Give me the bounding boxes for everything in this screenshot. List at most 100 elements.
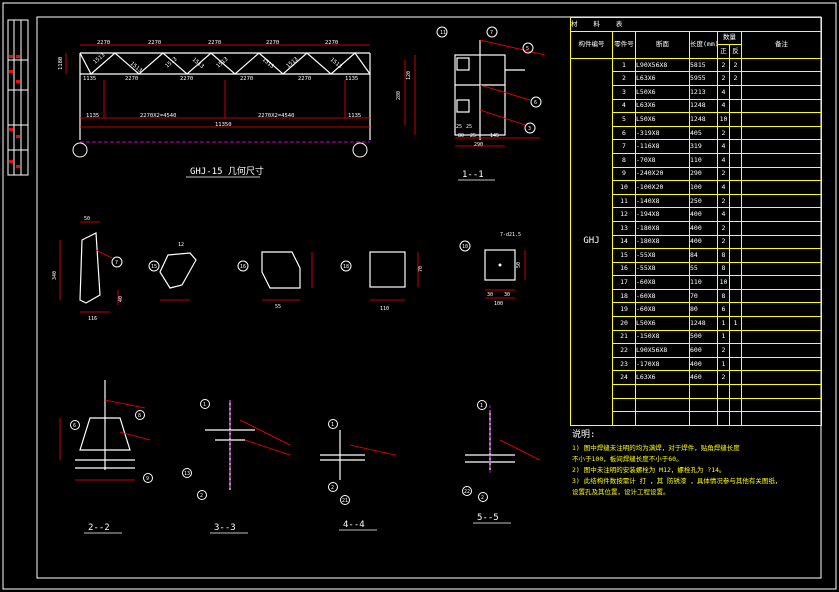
col-component: 构件编号 (570, 30, 613, 59)
svg-text:11: 11 (440, 30, 446, 36)
cell-sec: -150X8 (635, 329, 690, 345)
table-row-empty (571, 384, 823, 399)
col-remark: 备注 (740, 30, 823, 59)
cell-b (729, 166, 742, 182)
cell-a: 1 (717, 356, 730, 372)
cell-sec: -116X8 (635, 139, 690, 154)
col-section: 断面 (635, 30, 690, 59)
cell-len: 400 (689, 234, 718, 250)
truss-diag-4: 1513 (191, 57, 205, 70)
cell-b (729, 261, 742, 277)
cell-b (729, 84, 742, 100)
cell-len: 1248 (689, 316, 718, 331)
sec11-dim-280: 280 (396, 91, 402, 100)
cell-a: 2 (717, 71, 730, 86)
cell-len: 290 (689, 166, 718, 182)
cell-sec: L50X6 (635, 84, 690, 100)
cell-b (729, 139, 742, 154)
svg-text:6: 6 (534, 100, 537, 106)
plate-dim-12: 12 (178, 242, 184, 248)
cell-rem (740, 207, 823, 222)
truss-height: 1180 (58, 57, 64, 70)
svg-text:13: 13 (184, 471, 190, 477)
svg-text:21: 21 (342, 498, 348, 504)
truss-dim-right: 1135 (348, 113, 361, 119)
svg-text:1: 1 (203, 402, 206, 408)
cell-len: 500 (689, 329, 718, 345)
note-line-3: 2) 图中未注明的安装螺栓为 M12，螺栓孔为 ?14。 (572, 466, 726, 474)
truss-sub-right: 2270X2=4540 (258, 113, 294, 119)
cell-no: 19 (612, 302, 636, 318)
sec11-dim-25a: 25 (456, 124, 462, 130)
cell-no: 11 (612, 193, 636, 209)
sec11-dim-120: 120 (406, 71, 412, 80)
svg-text:8: 8 (138, 413, 141, 419)
cell-a: 4 (717, 180, 730, 195)
cell-sec: L90X56X8 (635, 343, 690, 358)
cell-a: 8 (717, 288, 730, 304)
cell-sec: -70X8 (635, 152, 690, 168)
cell-sec: -60X8 (635, 288, 690, 304)
sec11-dim-25b: 25 (466, 124, 472, 130)
truss-dim-bot-2: 2270 (125, 76, 138, 82)
truss-diag-1: 1513 (92, 52, 106, 65)
cell-rem (740, 316, 823, 331)
left-strip (7, 19, 29, 176)
cell-sec: -180X8 (635, 220, 690, 236)
svg-text:5: 5 (526, 46, 529, 52)
plate-dim-340: 340 (52, 271, 58, 280)
truss-elevation: 2270 2270 2270 2270 2270 1135 2270 2270 … (58, 40, 371, 178)
cell-b (729, 370, 742, 386)
truss-dim-bot-3: 2270 (180, 76, 193, 82)
cell-rem (740, 166, 823, 182)
cell-rem (740, 71, 823, 86)
table-title: 材 料 表 (569, 17, 823, 32)
cell-rem (740, 261, 823, 277)
cell-b (729, 288, 742, 304)
cell-a: 4 (717, 98, 730, 114)
truss-total: 11350 (215, 122, 232, 128)
left-strip-marks (9, 55, 20, 168)
cell-len: 400 (689, 356, 718, 372)
cell-len: 70 (689, 288, 718, 304)
col-qty-front: 正 (717, 44, 730, 59)
cell-len: 600 (689, 343, 718, 358)
cell-a: 10 (717, 112, 730, 127)
note-line-1: 1) 图中焊缝未注明的均为满焊，对于焊件，贴角焊缝长度 (572, 444, 740, 452)
truss-dim-top-4: 2270 (266, 40, 279, 46)
cell-b (729, 207, 742, 222)
cell-a: 1 (717, 329, 730, 345)
cell-a: 8 (717, 248, 730, 263)
cell-len: 400 (689, 207, 718, 222)
truss-dim-top-1: 2270 (97, 40, 110, 46)
cell-rem (740, 193, 823, 209)
cell-a: 6 (717, 302, 730, 318)
svg-text:18: 18 (343, 264, 349, 270)
svg-text:7: 7 (490, 30, 493, 36)
cell-b: 2 (729, 57, 742, 73)
cell-len: 405 (689, 125, 718, 141)
truss-dim-bot-1: 1135 (83, 76, 96, 82)
col-length: 长度(mm) (689, 30, 718, 59)
cell-no: 17 (612, 275, 636, 290)
cell-b: 2 (729, 71, 742, 86)
cell-len: 110 (689, 275, 718, 290)
cell-a: 2 (717, 57, 730, 73)
section-label-2-2: 2--2 (88, 523, 110, 533)
plate-dim-holes: 7-d21.5 (500, 232, 521, 238)
table-row-empty (571, 411, 823, 426)
cell-sec: -170X8 (635, 356, 690, 372)
plate-dim-55: 55 (275, 304, 281, 310)
cell-b (729, 356, 742, 372)
cell-no: 9 (612, 166, 636, 182)
truss-diag-8: 1513 (329, 57, 343, 70)
svg-text:7: 7 (115, 260, 118, 266)
